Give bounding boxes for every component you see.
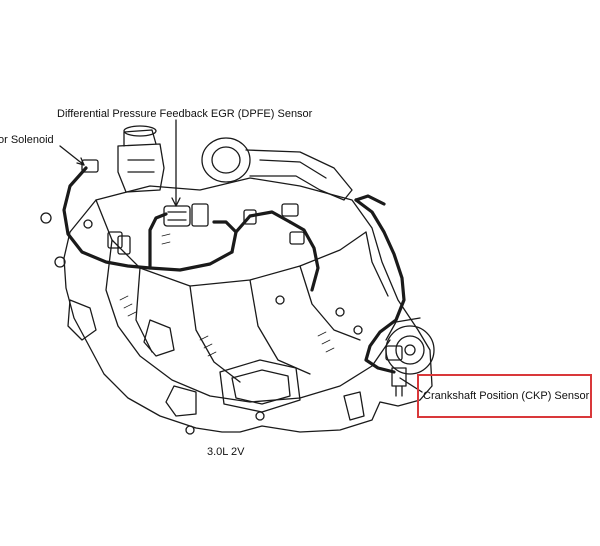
ckp-sensor — [343, 367, 407, 421]
bolts — [40, 212, 363, 435]
throttle-body — [201, 137, 353, 201]
harness-connectors — [81, 159, 403, 361]
wiring-harness — [62, 166, 406, 374]
engine-block — [63, 177, 433, 433]
ckp-highlight-box — [417, 374, 592, 418]
solenoid-label: or Solenoid — [0, 134, 54, 146]
ckp-sensor-label: Crankshaft Position (CKP) Sensor — [423, 390, 590, 402]
egr-valve — [117, 125, 165, 193]
dpfe-arrow — [171, 197, 181, 207]
surface-hatching — [119, 233, 335, 357]
engine-type-label: 3.0L 2V — [207, 446, 245, 458]
dpfe-sensor-label: Differential Pressure Feedback EGR (DPFE… — [57, 108, 313, 120]
solenoid-leader — [59, 145, 85, 166]
dpfe-sensor — [163, 203, 209, 227]
